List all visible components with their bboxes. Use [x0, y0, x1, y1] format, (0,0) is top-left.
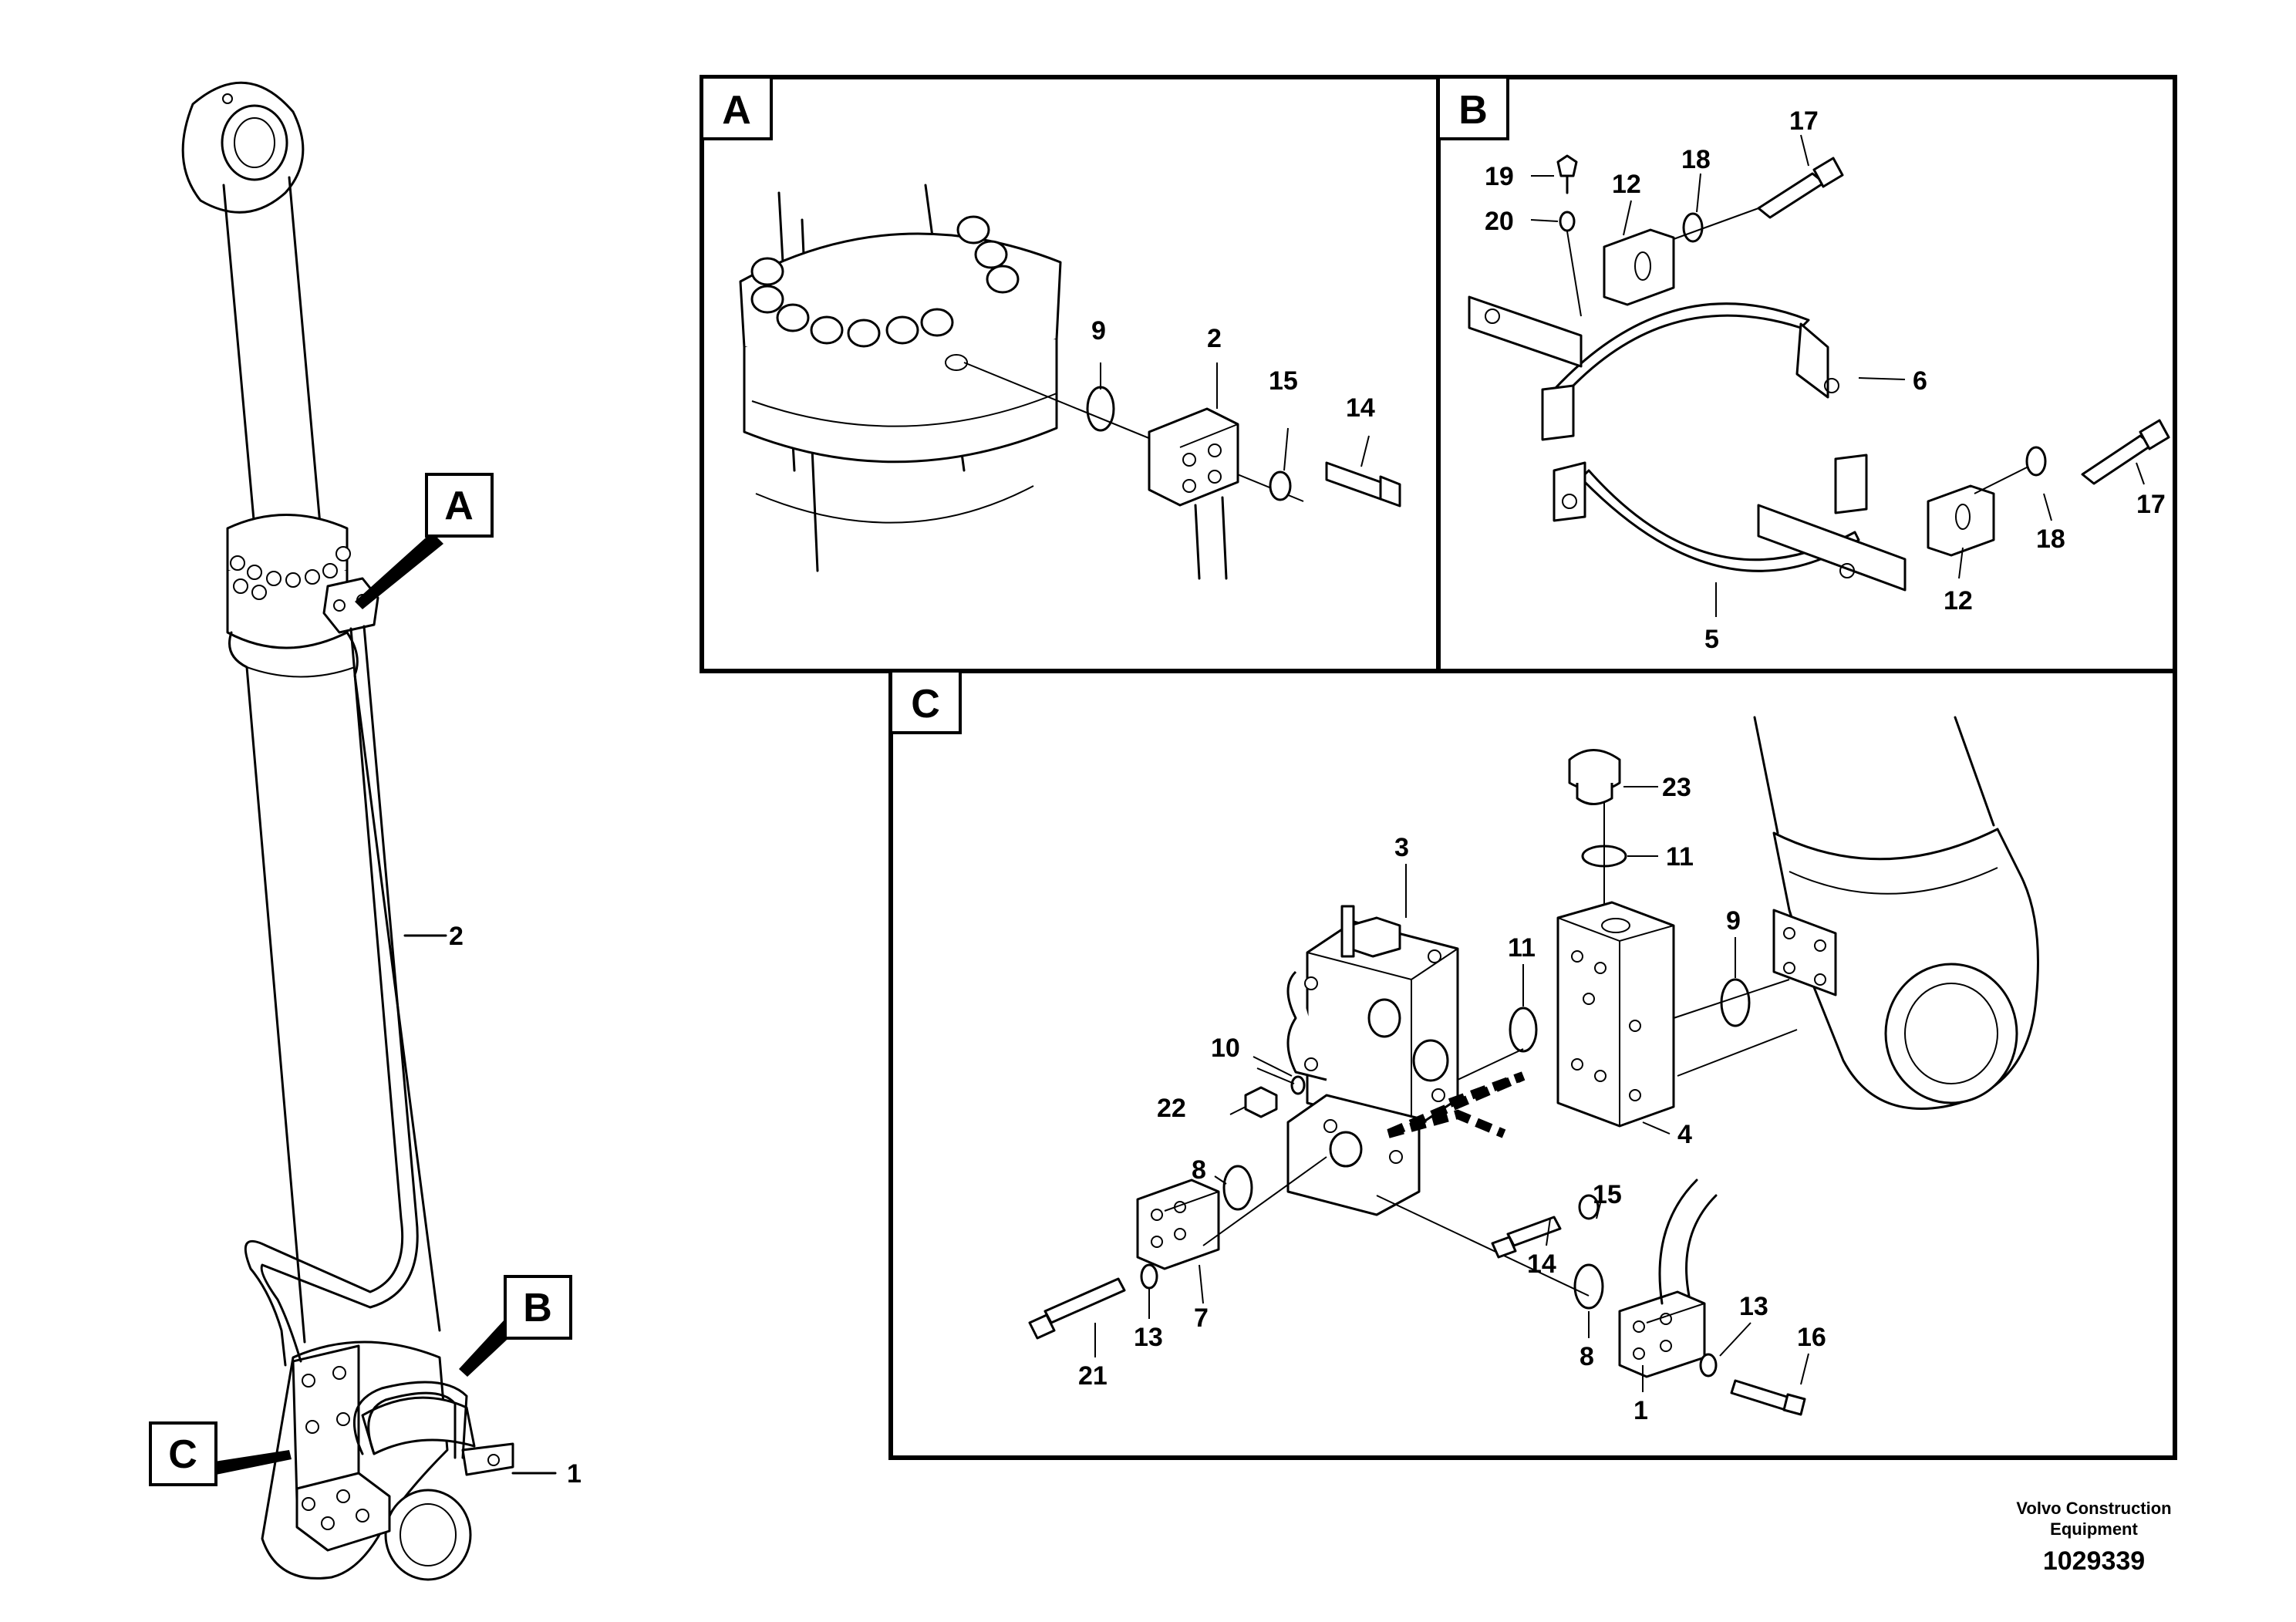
panel-a-label-14: 14	[1346, 393, 1375, 423]
overview-label-pipe: 2	[449, 922, 464, 951]
panel-b-label-6: 6	[1913, 366, 1927, 396]
cylinder-overview	[181, 81, 514, 1581]
panel-b-label-19: 19	[1485, 162, 1514, 191]
panel-b-label-20: 20	[1485, 207, 1514, 236]
panel-c-label-13-right: 13	[1739, 1292, 1768, 1321]
panel-c: C	[888, 669, 2177, 1460]
panel-c-label-10: 10	[1211, 1034, 1240, 1063]
panel-b-label-17-upper: 17	[1789, 106, 1819, 136]
panel-c-label-16: 16	[1797, 1323, 1826, 1352]
footer-line2: Equipment	[2050, 1519, 2138, 1539]
footer-drawing-id: 1029339	[2043, 1546, 2145, 1576]
panel-b-label-12-lower: 12	[1944, 586, 1973, 615]
panel-b-title: B	[1458, 88, 1488, 133]
panel-c-label-15: 15	[1593, 1180, 1622, 1209]
panel-c-label-7: 7	[1194, 1303, 1209, 1333]
panel-c-label-11-upper: 11	[1666, 842, 1694, 872]
panel-c-label-1: 1	[1633, 1396, 1648, 1425]
footer-line1: Volvo Construction	[2016, 1499, 2171, 1518]
panel-c-tag	[889, 669, 962, 734]
panel-c-label-11-mid: 11	[1508, 933, 1536, 963]
panel-a-tag	[700, 76, 773, 140]
detail-marker-b-label: B	[523, 1286, 552, 1330]
detail-marker-b[interactable]	[504, 1275, 572, 1340]
detail-marker-a-label: A	[444, 484, 474, 528]
panel-b-tag	[1437, 76, 1509, 140]
detail-marker-a[interactable]	[425, 473, 494, 538]
panel-a-label-15: 15	[1269, 366, 1298, 396]
panel-c-label-21: 21	[1078, 1361, 1108, 1391]
panel-c-label-9: 9	[1726, 906, 1741, 936]
panel-c-title: C	[911, 682, 940, 727]
panel-a-label-9: 9	[1091, 316, 1106, 346]
panel-b-label-18-upper: 18	[1681, 145, 1711, 174]
detail-marker-c-label: C	[168, 1432, 197, 1477]
overview-label-block: 1	[567, 1459, 582, 1489]
panel-c-label-14: 14	[1527, 1249, 1556, 1279]
panel-b-label-18-lower: 18	[2036, 524, 2065, 554]
panel-c-label-23: 23	[1662, 773, 1691, 802]
panel-c-label-4: 4	[1677, 1120, 1692, 1149]
panel-b: B	[1436, 75, 2177, 673]
panel-c-label-3: 3	[1394, 833, 1409, 862]
panel-b-label-5: 5	[1704, 625, 1719, 654]
panel-c-label-13-left: 13	[1134, 1323, 1163, 1352]
panel-b-label-12-upper: 12	[1612, 170, 1641, 199]
panel-c-label-8-left: 8	[1192, 1155, 1206, 1185]
panel-a-label-2: 2	[1207, 324, 1222, 353]
panel-a-title: A	[722, 88, 751, 133]
detail-marker-c[interactable]	[149, 1421, 217, 1486]
panel-c-label-8-lower: 8	[1580, 1342, 1594, 1371]
panel-a: A 9	[700, 75, 1441, 673]
panel-c-label-22: 22	[1157, 1094, 1186, 1123]
panel-b-label-17-lower: 17	[2136, 490, 2166, 519]
